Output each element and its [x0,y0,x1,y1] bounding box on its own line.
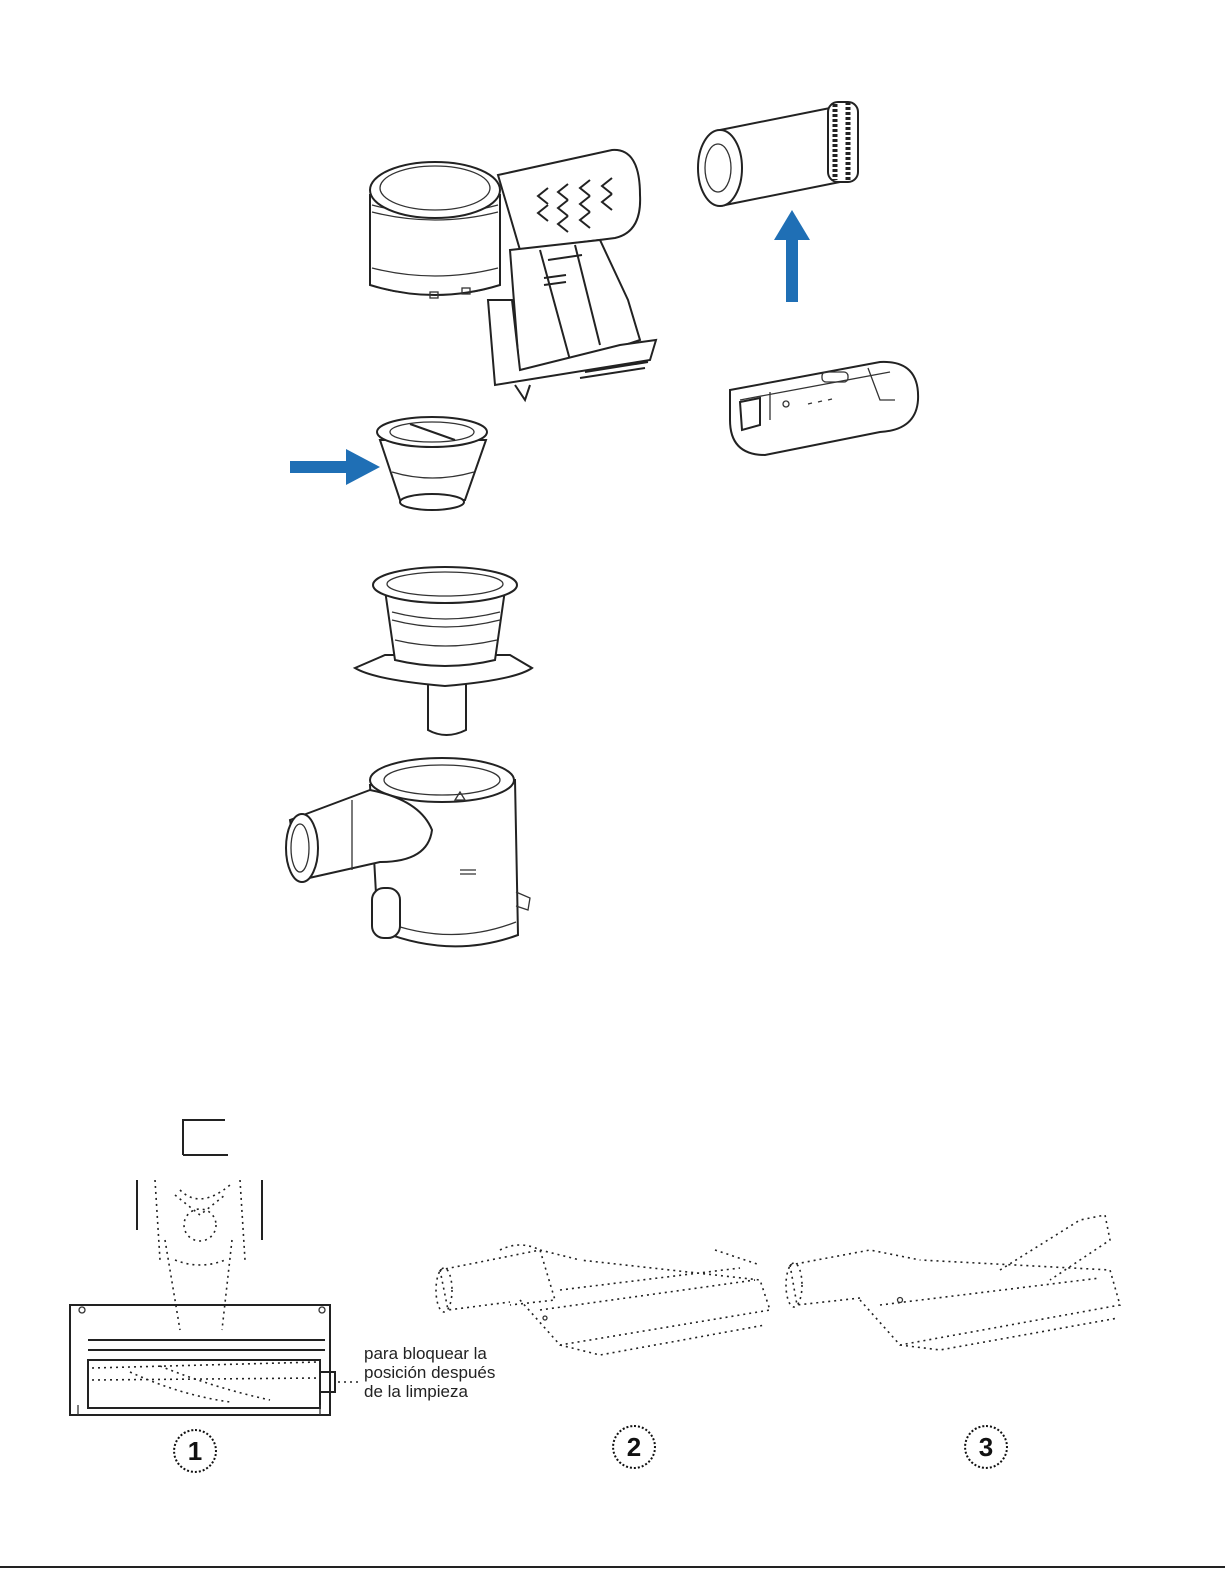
cyclone-filter [377,417,487,510]
floor-brush-angled-2 [786,1215,1120,1350]
battery-pack [730,362,918,455]
vacuum-main-body [370,150,656,400]
step-number-2: 2 [612,1425,656,1469]
step-number-1: 1 [173,1429,217,1473]
floor-brush-angled-1 [436,1245,770,1355]
arrow-right [290,449,380,485]
arrow-up [774,210,810,302]
post-motor-filter [698,102,858,206]
dust-bin [286,758,530,946]
lock-position-caption: para bloquear la posición después de la … [364,1344,495,1401]
cyclone-separator [355,567,532,735]
step-number-3: 3 [964,1425,1008,1469]
page-bottom-rule [0,1566,1225,1568]
floor-brush-front [70,1120,358,1415]
